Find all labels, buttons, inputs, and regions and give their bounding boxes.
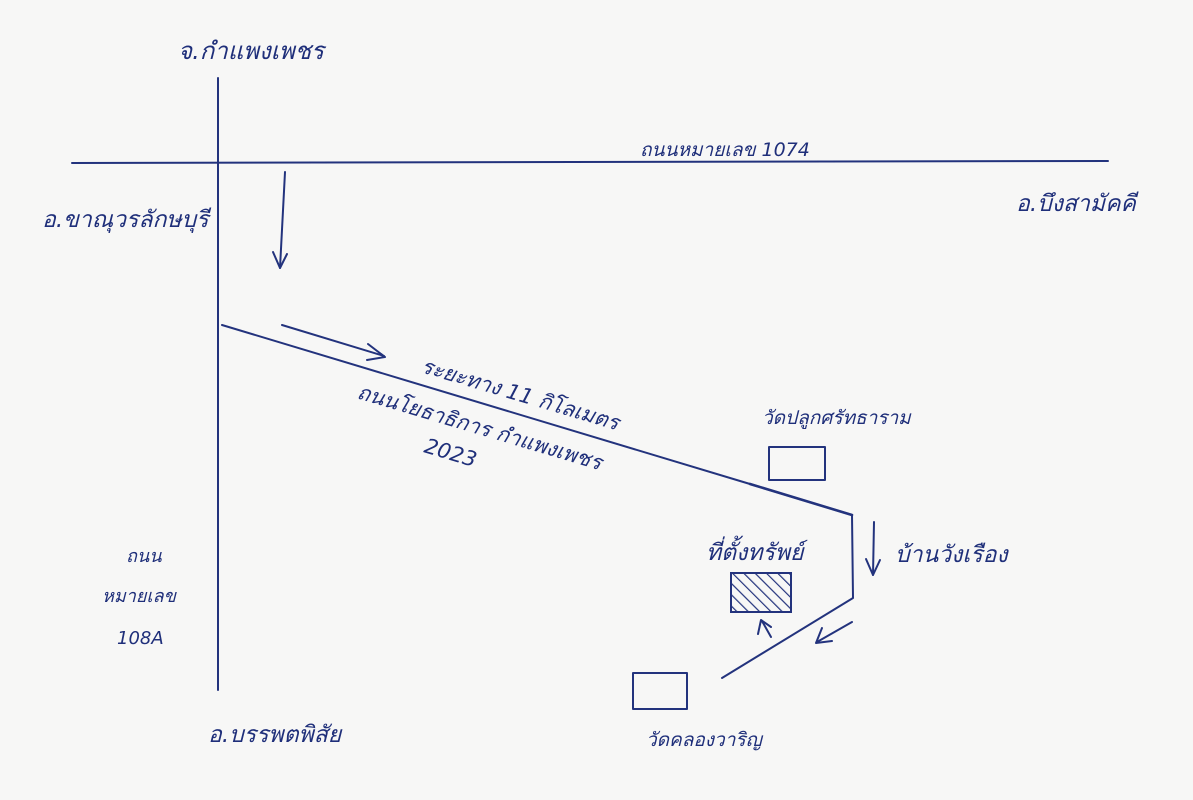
north-label: จ.กำแพงเพชร (178, 37, 327, 65)
temple-south-label: วัดคลองวาริญ (646, 729, 764, 751)
road-2023-number-label: 2023 (422, 434, 480, 472)
road-1074-label: ถนนหมายเลข 1074 (640, 139, 810, 161)
road-2023-segment-thick (748, 482, 854, 517)
arrow-southwest-icon (815, 621, 853, 644)
arrow-east-icon (281, 324, 386, 361)
south-label: อ.บรรพตพิสัย (208, 722, 343, 748)
east-label: อ.บึงสามัคคี (1016, 191, 1139, 217)
arrow-down-icon (865, 521, 881, 576)
road-108a-label-line2: หมายเลข (102, 586, 178, 607)
temple-north-label: วัดปลูกศรัทธาราม (762, 407, 912, 429)
arrow-up-icon (757, 619, 772, 638)
property-marker (730, 572, 792, 613)
village-label: บ้านวังเรือง (895, 542, 1009, 568)
road-108a-label-line1: ถนน (126, 546, 162, 567)
property-label: ที่ตั้งทรัพย์ (706, 535, 808, 566)
road-1074-line (71, 160, 1109, 164)
village-road-line (721, 514, 854, 679)
road-108a-label-line3: 108A (117, 628, 164, 649)
temple-north-marker (768, 446, 826, 481)
temple-south-marker (632, 672, 688, 710)
arrow-south-icon (272, 171, 288, 269)
west-label: อ.ขาณุวรลักษบุรี (42, 207, 212, 233)
